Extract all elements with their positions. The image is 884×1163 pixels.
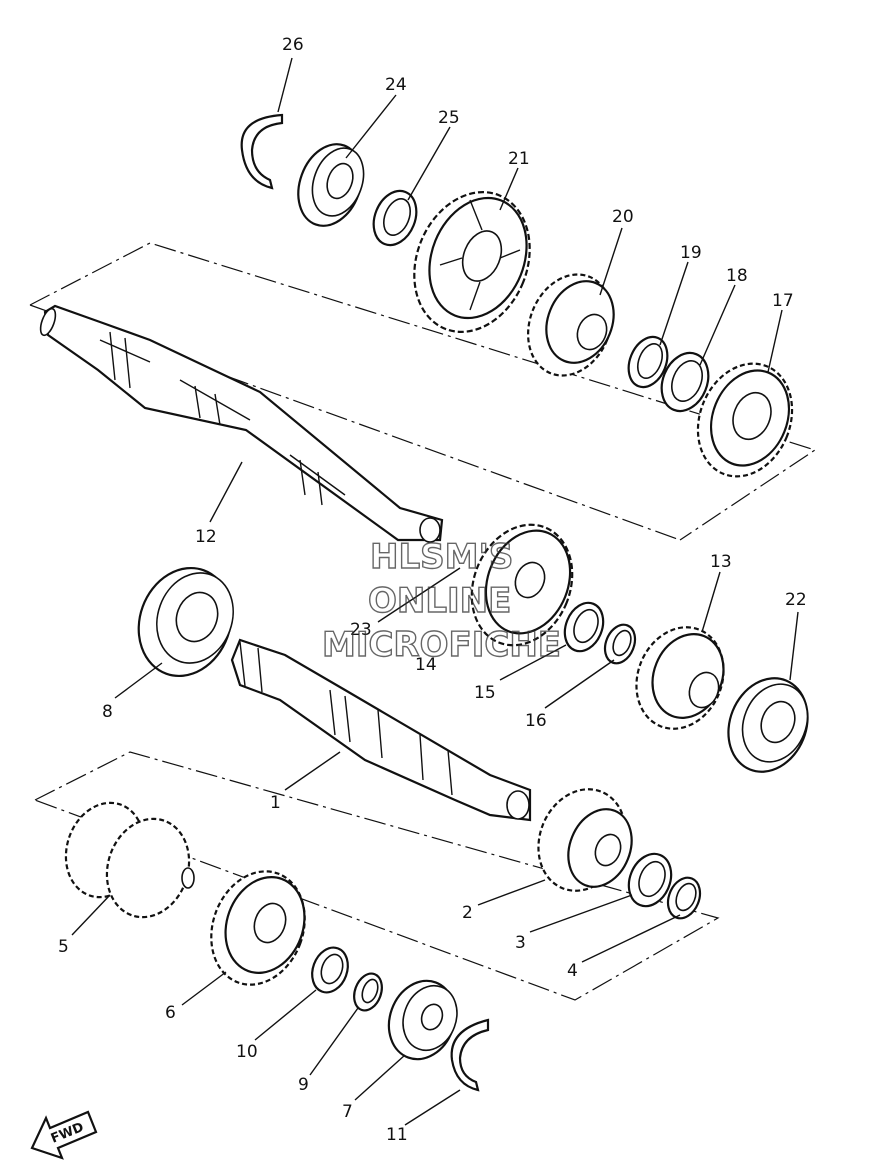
callout-7: 7 <box>342 1102 353 1122</box>
callout-19: 19 <box>680 243 702 263</box>
part-5-gear <box>64 801 195 919</box>
callout-4: 4 <box>567 961 578 981</box>
fwd-arrow-icon: FWD <box>30 1110 98 1160</box>
part-14-gear <box>470 523 574 647</box>
callout-25: 25 <box>438 108 460 128</box>
callout-15: 15 <box>474 683 496 703</box>
callout-1: 1 <box>270 793 281 813</box>
callout-16: 16 <box>525 711 547 731</box>
part-8-bearing <box>137 566 234 678</box>
callout-13: 13 <box>710 552 732 572</box>
part-12-main-axle <box>39 304 444 543</box>
callout-22: 22 <box>785 590 807 610</box>
callout-10: 10 <box>236 1042 258 1062</box>
part-1-drive-axle <box>230 638 532 822</box>
part-16-circlip <box>603 623 637 665</box>
callout-24: 24 <box>385 75 407 95</box>
watermark-line-1: HLSM'S <box>370 537 513 577</box>
callout-17: 17 <box>772 291 794 311</box>
part-22-bearing <box>727 677 809 773</box>
leader-lines <box>71 57 799 1126</box>
callout-11: 11 <box>386 1125 408 1145</box>
part-18-washer <box>660 351 710 413</box>
watermark-line-2: ONLINE <box>368 581 511 621</box>
part-24-bearing <box>297 143 365 227</box>
watermark: HLSM'S ONLINE MICROFICHE <box>321 536 561 665</box>
callout-23: 23 <box>350 620 372 640</box>
callout-20: 20 <box>612 207 634 227</box>
callout-18: 18 <box>726 266 748 286</box>
callout-3: 3 <box>515 933 526 953</box>
callout-5: 5 <box>58 937 69 957</box>
callout-14: 14 <box>415 655 437 675</box>
callout-labels: 1 2 3 4 5 6 7 8 9 10 11 12 13 14 15 16 1… <box>58 35 807 1145</box>
part-11-circlip <box>450 1018 490 1092</box>
part-25-washer <box>372 189 418 247</box>
callout-26: 26 <box>282 35 304 55</box>
callout-9: 9 <box>298 1075 309 1095</box>
part-15-washer <box>563 601 605 653</box>
part-3-washer <box>627 852 673 908</box>
part-26-circlip <box>240 113 284 190</box>
part-17-gear <box>696 362 794 478</box>
part-7-bearing <box>387 979 458 1061</box>
drive-gear-group-boundary <box>34 751 720 1001</box>
callout-21: 21 <box>508 149 530 169</box>
part-20-gear <box>527 273 615 377</box>
part-2-gear <box>537 788 633 892</box>
part-21-gear <box>413 191 531 333</box>
part-13-gear <box>635 626 725 730</box>
callout-8: 8 <box>102 702 113 722</box>
part-9-circlip <box>353 972 383 1012</box>
callout-12: 12 <box>195 527 217 547</box>
callout-6: 6 <box>165 1003 176 1023</box>
part-10-washer <box>311 946 349 994</box>
part-19-circlip <box>627 335 669 389</box>
watermark-line-3: MICROFICHE <box>322 625 561 665</box>
part-6-gear <box>210 870 306 986</box>
callout-2: 2 <box>462 903 473 923</box>
